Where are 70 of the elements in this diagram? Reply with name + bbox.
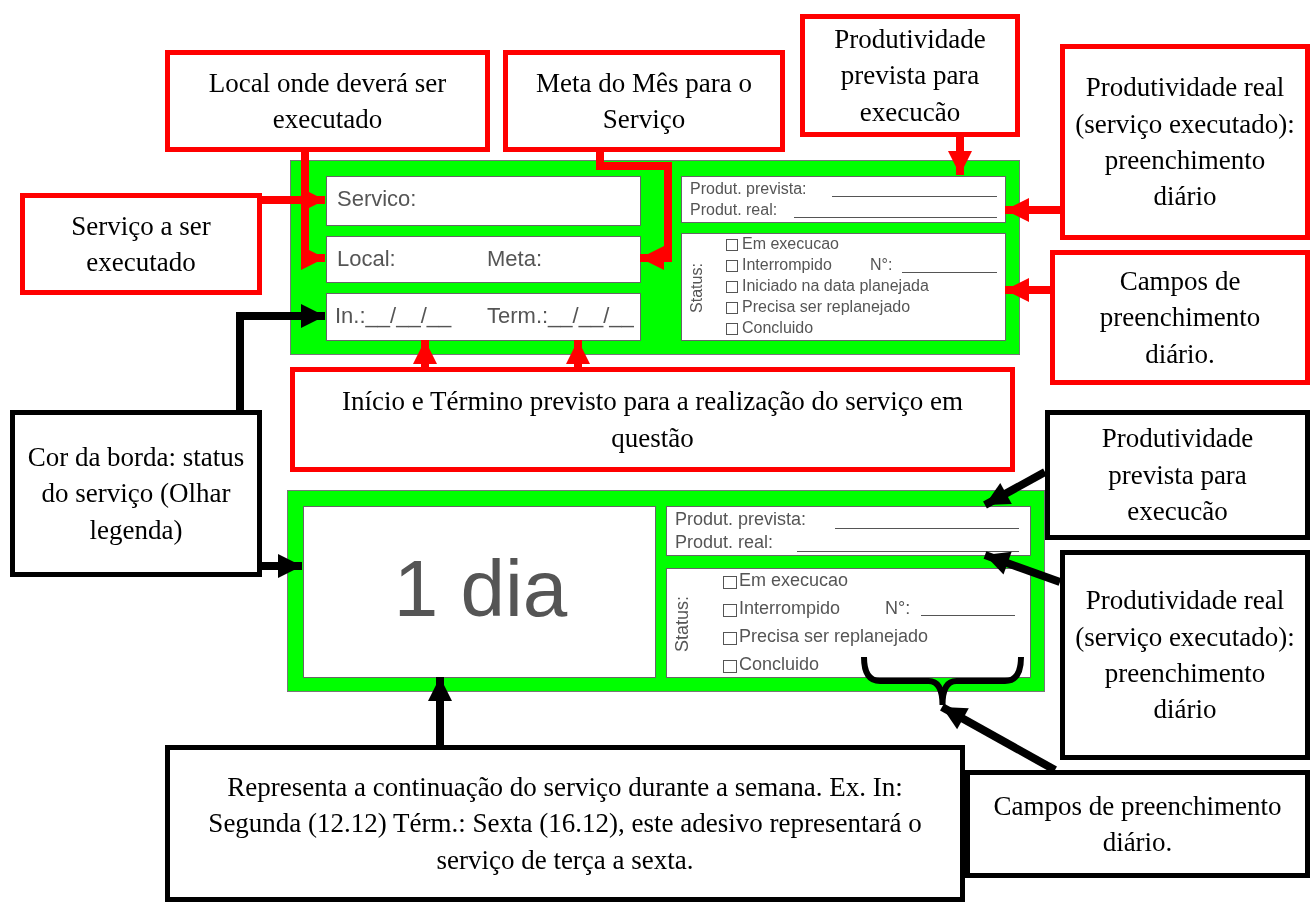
arrow (236, 304, 325, 410)
arrow (262, 554, 302, 578)
callout-text: Produtividade prevista para execucão (1100, 422, 1255, 529)
callout-text: Cor da borda: status do serviço (Olhar legenda) (26, 440, 246, 547)
callout-text: Campos de preenchimento diário. (992, 789, 1283, 859)
form-cell (326, 236, 641, 283)
field-label: Local: (337, 247, 396, 272)
status-label: Status: (688, 263, 706, 313)
arrow (1005, 278, 1050, 302)
callout-text: Serviço a ser executado (70, 209, 212, 279)
callout-text: Produtividade real (serviço executado): preenchimento diário (1074, 584, 1296, 727)
duration-text: 1 dia (392, 545, 569, 633)
callout-text: Início e Término previsto para a realização do serviço em questão (341, 385, 964, 455)
status-option: Em execucao (739, 571, 849, 591)
field-label: Meta: (487, 247, 543, 272)
status-option: Interrompido (739, 599, 841, 619)
arrow (948, 137, 972, 175)
arrow (1005, 198, 1060, 222)
field-label: Produt. prevista: (690, 180, 807, 198)
status-option: Iniciado na data planejada (742, 277, 929, 295)
form-cell (666, 568, 1031, 678)
callout-box (1060, 44, 1310, 240)
callout-text: Meta do Mês para o Serviço (535, 66, 753, 136)
callout-text: Local onde deverá ser executado (207, 66, 448, 136)
callout-text: Produtividade prevista para execucão (833, 22, 987, 129)
arrow (566, 340, 590, 367)
form-cell (303, 506, 656, 678)
arrow (413, 340, 437, 367)
callout-box (965, 770, 1310, 878)
status-option: Concluido (739, 655, 820, 675)
callout-box (1045, 410, 1310, 540)
status-option: Precisa ser replanejado (739, 627, 929, 647)
status-option: Em execucao (742, 235, 839, 253)
field-label: Produt. real: (675, 533, 774, 553)
form-cell (326, 293, 641, 341)
arrow (983, 551, 1062, 586)
field-label: Produt. prevista: (675, 510, 807, 530)
callout-text: Representa a continuação do serviço durante a semana. Ex. In: Segunda (12.12) Térm.: Sexta (16.12), este adesivo representará o serviço de terça a sexta. (207, 770, 923, 877)
arrow (428, 677, 452, 745)
callout-text: Produtividade real (serviço executado): preenchimento diário (1074, 71, 1296, 214)
callout-box (1050, 250, 1310, 385)
curly-brace (860, 655, 1025, 707)
status-option: Concluido (742, 319, 814, 337)
field-label: In.:__/__/__ (335, 304, 452, 329)
form-cell (326, 176, 641, 226)
sticker-card (287, 490, 1045, 692)
field-label: Produt. real: (690, 201, 778, 219)
arrow (596, 152, 672, 270)
callout-box (290, 367, 1015, 472)
callout-box (503, 50, 785, 152)
callout-box (165, 745, 965, 902)
field-label: Servico: (337, 187, 417, 212)
callout-box (1060, 550, 1310, 760)
callout-text: Campos de preenchimento diário. (1098, 264, 1262, 371)
sticker-card (290, 160, 1020, 355)
form-cell (681, 233, 1006, 341)
field-label: N°: (870, 256, 893, 274)
callout-box (20, 193, 262, 295)
callout-box (165, 50, 490, 152)
status-option: Precisa ser replanejado (742, 298, 911, 316)
field-label: N°: (885, 599, 911, 619)
form-cell (666, 506, 1031, 556)
arrow (983, 468, 1047, 509)
status-option: Interrompido (742, 256, 832, 274)
field-label: Term.:__/__/__ (487, 304, 634, 329)
status-label: Status: (673, 596, 693, 652)
callout-box (10, 410, 262, 577)
callout-box (800, 14, 1020, 137)
form-cell (681, 176, 1006, 223)
arrow (301, 152, 325, 270)
